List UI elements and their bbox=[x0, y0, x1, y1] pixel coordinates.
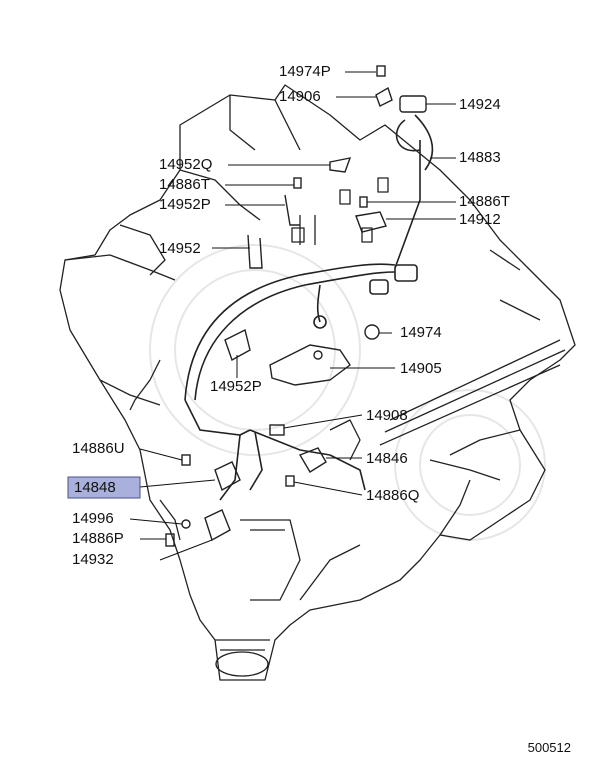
callout-14908[interactable]: 14908 bbox=[366, 407, 408, 424]
callout-14886U[interactable]: 14886U bbox=[72, 440, 125, 457]
callout-14886T-left[interactable]: 14886T bbox=[159, 176, 210, 193]
watermark-emblem bbox=[149, 244, 546, 541]
selected-callout-highlight bbox=[67, 476, 141, 499]
callout-14924[interactable]: 14924 bbox=[459, 96, 501, 113]
callout-14952[interactable]: 14952 bbox=[159, 240, 201, 257]
diagram-id: 500512 bbox=[527, 740, 571, 755]
callout-14952P-mid[interactable]: 14952P bbox=[210, 378, 262, 395]
leader-lines bbox=[129, 71, 456, 561]
callout-14912[interactable]: 14912 bbox=[459, 211, 501, 228]
callout-14883[interactable]: 14883 bbox=[459, 149, 501, 166]
callout-14996[interactable]: 14996 bbox=[72, 510, 114, 527]
callout-14848[interactable]: 14848 bbox=[74, 479, 116, 496]
wiring-harness bbox=[184, 114, 434, 501]
callout-14952Q[interactable]: 14952Q bbox=[159, 156, 213, 173]
callout-14886P[interactable]: 14886P bbox=[72, 530, 124, 547]
parts bbox=[165, 65, 427, 547]
callout-14846[interactable]: 14846 bbox=[366, 450, 408, 467]
callout-14974P[interactable]: 14974P bbox=[279, 63, 331, 80]
callout-14906[interactable]: 14906 bbox=[279, 88, 321, 105]
callout-14886T-right[interactable]: 14886T bbox=[459, 193, 510, 210]
callout-14905[interactable]: 14905 bbox=[400, 360, 442, 377]
callout-14974[interactable]: 14974 bbox=[400, 324, 442, 341]
callout-14952P-top[interactable]: 14952P bbox=[159, 196, 211, 213]
engine-block bbox=[59, 84, 576, 681]
callout-14886Q[interactable]: 14886Q bbox=[366, 487, 420, 504]
callout-14932[interactable]: 14932 bbox=[72, 551, 114, 568]
